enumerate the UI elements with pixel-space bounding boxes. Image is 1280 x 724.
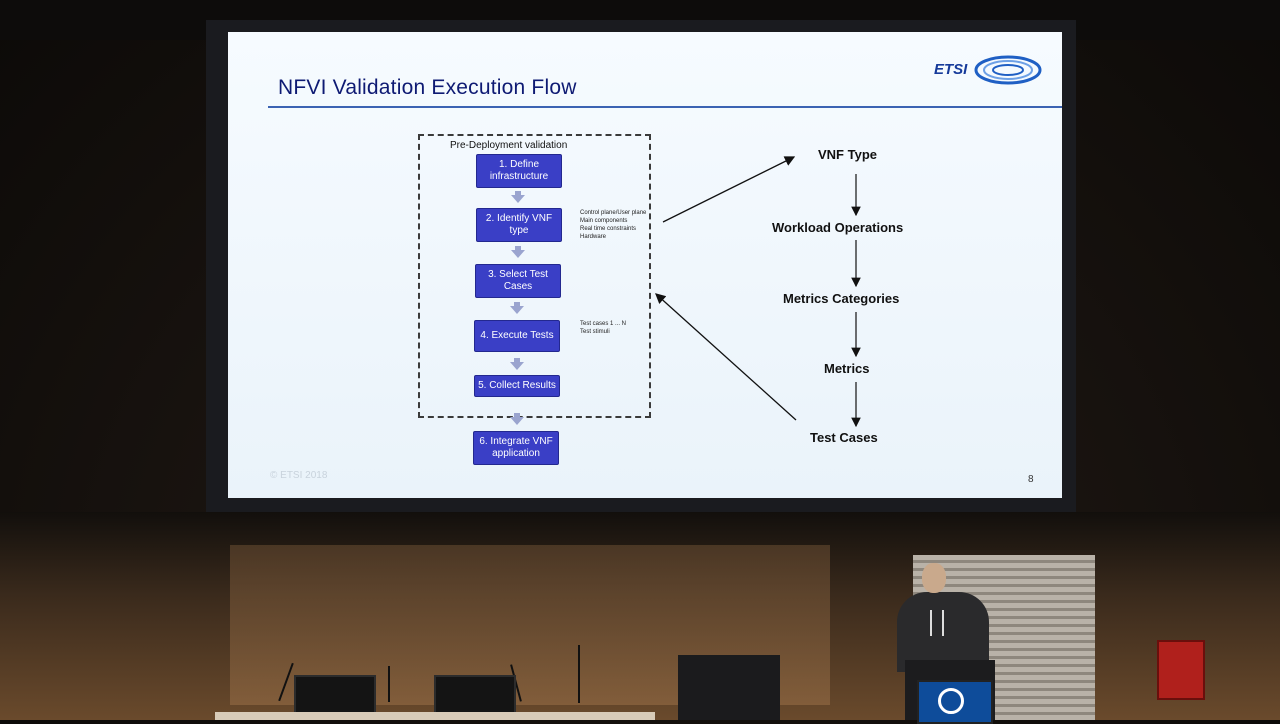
flow-metrics: Metrics bbox=[824, 361, 870, 376]
table-monitor bbox=[434, 675, 516, 717]
title-underline bbox=[268, 106, 1062, 108]
projected-slide: NFVI Validation Execution Flow ETSI Pre-… bbox=[228, 32, 1062, 498]
box-title: Pre-Deployment validation bbox=[450, 140, 568, 151]
down-arrow bbox=[510, 302, 524, 314]
flow-workload-operations: Workload Operations bbox=[772, 220, 904, 235]
step-4-box: 4. Execute Tests bbox=[474, 320, 560, 352]
step-2-box: 2. Identify VNF type bbox=[476, 208, 562, 242]
arrow-from-test-cases bbox=[655, 293, 797, 421]
note-item: Real time constraints bbox=[580, 226, 637, 232]
slide-page-number: 8 bbox=[1028, 474, 1034, 485]
step-4-notes: Test cases 1 ... N Test stimuli bbox=[580, 320, 626, 336]
fire-alarm-box bbox=[1157, 640, 1205, 700]
step-2-notes: Control plane/User plane Main components… bbox=[580, 209, 646, 241]
flow-metrics-categories: Metrics Categories bbox=[783, 291, 900, 306]
step-3-box: 3. Select Test Cases bbox=[475, 264, 561, 298]
step-6-box: 6. Integrate VNF application bbox=[473, 431, 559, 465]
down-arrow bbox=[510, 413, 524, 425]
speaker-head bbox=[922, 563, 946, 593]
step-1-box: 1. Define infrastructure bbox=[476, 154, 562, 188]
panel-table bbox=[215, 712, 655, 720]
step-5-box: 5. Collect Results bbox=[474, 375, 560, 397]
pre-deployment-box bbox=[418, 134, 651, 418]
note-item: Test cases 1 ... N bbox=[580, 321, 627, 327]
flow-test-cases: Test Cases bbox=[810, 430, 878, 445]
microphone-icon bbox=[388, 666, 390, 702]
speaker-lanyard bbox=[930, 610, 944, 636]
arrow-to-vnf-type bbox=[662, 156, 796, 223]
podium-logo-icon bbox=[938, 688, 964, 714]
table-monitor bbox=[294, 675, 376, 717]
globe-icon bbox=[974, 55, 1042, 85]
draped-table bbox=[678, 655, 780, 720]
flow-vnf-type: VNF Type bbox=[818, 147, 877, 162]
etsi-logo: ETSI bbox=[934, 54, 1042, 88]
down-arrow bbox=[511, 246, 525, 258]
note-item: Test stimuli bbox=[580, 329, 610, 335]
down-arrow bbox=[511, 191, 525, 203]
note-item: Main components bbox=[580, 218, 628, 224]
note-item: Control plane/User plane bbox=[580, 210, 647, 216]
note-item: Hardware bbox=[580, 234, 607, 240]
down-arrow bbox=[510, 358, 524, 370]
logo-text: ETSI bbox=[934, 61, 968, 78]
flow-connectors bbox=[655, 156, 861, 428]
slide-copyright: © ETSI 2018 bbox=[270, 470, 328, 481]
microphone-icon bbox=[578, 645, 580, 703]
slide-title: NFVI Validation Execution Flow bbox=[278, 76, 577, 99]
